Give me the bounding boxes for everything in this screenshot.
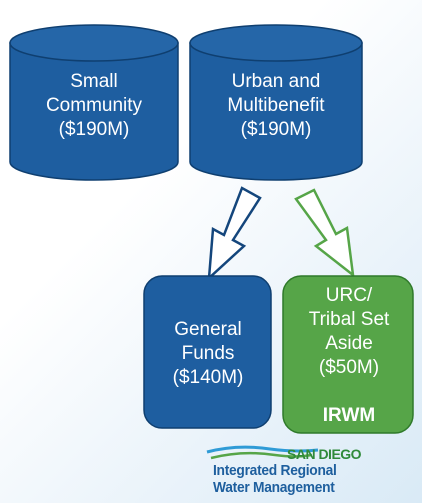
urc-tribal-label: URC/ Tribal Set Aside ($50M) [308, 285, 390, 378]
arrow-to-urc-tribal [294, 188, 355, 278]
irwm-label: IRWM [322, 405, 376, 426]
irwm-logo: SAN DIEGO Integrated Regional Water Mana… [205, 445, 365, 501]
urc-tribal-box [282, 275, 414, 434]
urban-multibenefit-label: Urban and Multibenefit ($190M) [227, 71, 325, 140]
general-funds-box [143, 275, 272, 429]
logo-waves-icon [206, 445, 319, 460]
arrow-to-general-funds [207, 186, 262, 282]
logo-line-2: Water Management [213, 479, 335, 496]
urban-multibenefit-cylinder [189, 24, 363, 181]
general-funds-label: General Funds ($140M) [172, 319, 244, 388]
small-community-label: Small Community ($190M) [45, 71, 143, 140]
logo-line-1: Integrated Regional [213, 462, 337, 479]
small-community-cylinder [9, 24, 179, 181]
logo-san-diego-text: SAN DIEGO [287, 446, 362, 462]
